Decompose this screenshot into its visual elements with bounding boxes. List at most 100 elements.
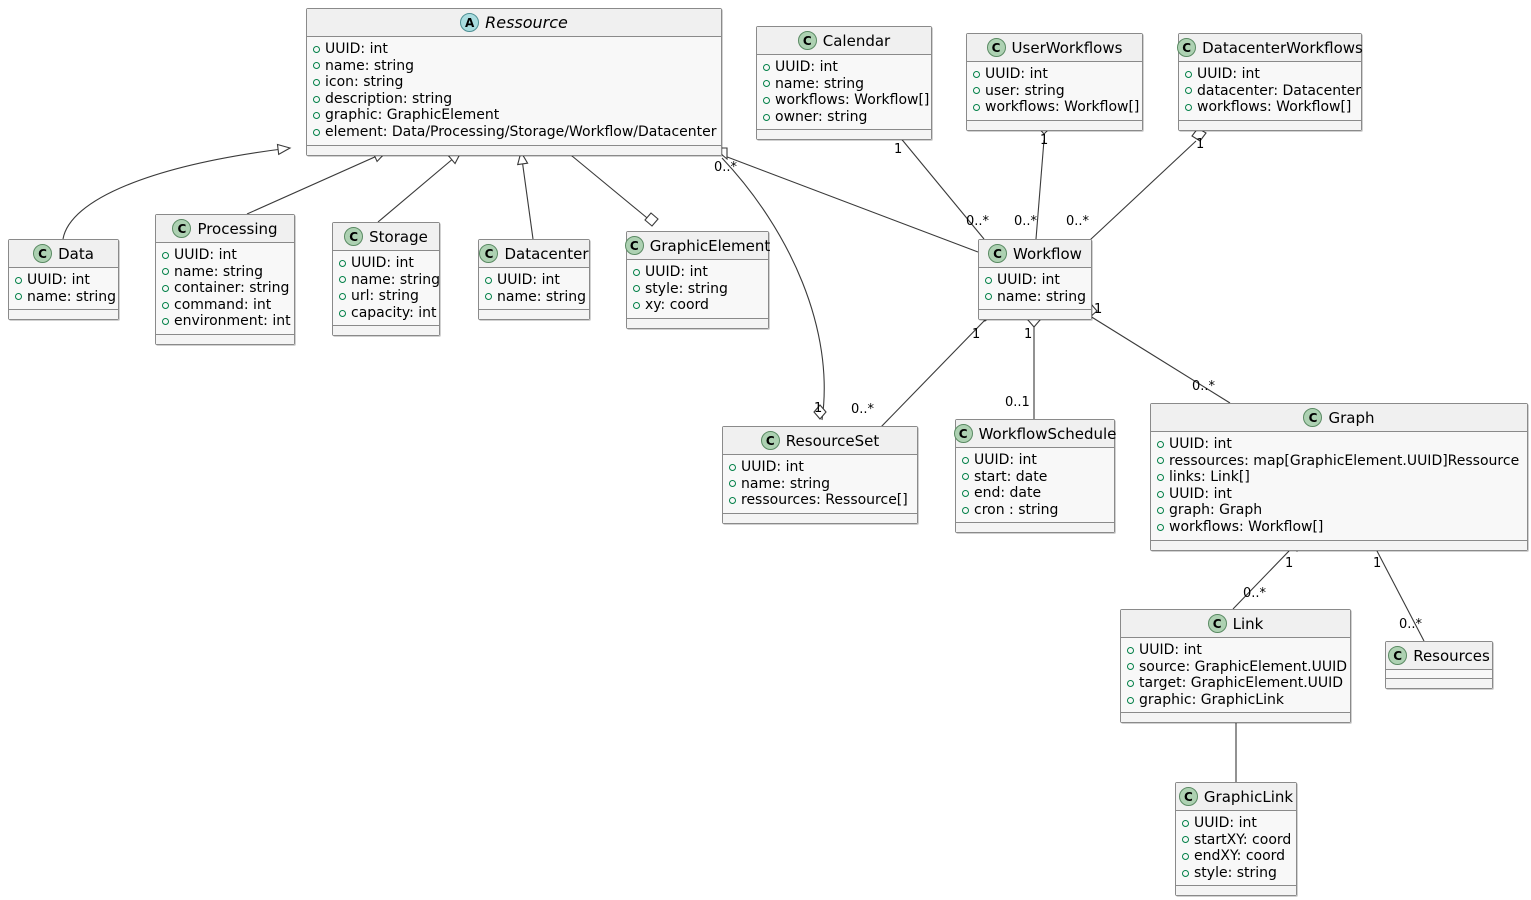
- attribute-row: name: string: [485, 289, 586, 306]
- class-name-resources: Resources: [1413, 646, 1490, 665]
- public-visibility-icon: [1127, 679, 1134, 687]
- class-icon: C: [1388, 646, 1408, 665]
- class-name-storage: Storage: [369, 227, 428, 246]
- class-methods-graph: [1151, 540, 1527, 550]
- class-icon: C: [953, 424, 973, 443]
- class-methods-link: [1121, 713, 1350, 723]
- generalization-processing-ressource: [246, 151, 388, 215]
- attribute-row: command: int: [162, 297, 286, 314]
- attribute-text: UUID: int: [974, 452, 1037, 468]
- public-visibility-icon: [1157, 473, 1164, 481]
- attribute-text: name: string: [351, 271, 441, 288]
- attribute-row: UUID: int: [485, 272, 581, 289]
- class-name-graphiclink: GraphicLink: [1203, 787, 1294, 806]
- class-header-processing: C Processing: [156, 215, 294, 243]
- attribute-row: workflows: Workflow[]: [763, 92, 929, 109]
- attribute-text: container: string: [174, 280, 290, 297]
- attribute-row: workflows: Workflow[]: [973, 99, 1139, 116]
- attribute-row: name: string: [15, 289, 116, 306]
- class-name-graph: Graph: [1328, 408, 1375, 427]
- public-visibility-icon: [1157, 507, 1164, 515]
- attribute-row: UUID: int: [313, 41, 713, 58]
- public-visibility-icon: [162, 284, 169, 292]
- class-icon: C: [172, 219, 192, 238]
- class-header-userworkflows: C UserWorkflows: [967, 34, 1142, 62]
- class-methods-userworkflows: [967, 120, 1142, 130]
- attribute-text: start: date: [974, 468, 1048, 485]
- class-name-processing: Processing: [197, 219, 278, 238]
- attribute-row: ressources: Ressource[]: [729, 492, 909, 509]
- attribute-row: name: string: [313, 58, 713, 75]
- attribute-row: owner: string: [763, 109, 923, 126]
- public-visibility-icon: [313, 78, 320, 86]
- attribute-row: UUID: int: [162, 247, 286, 264]
- attribute-text: UUID: int: [1139, 642, 1202, 658]
- public-visibility-icon: [313, 95, 320, 103]
- attribute-row: workflows: Workflow[]: [1185, 99, 1353, 116]
- public-visibility-icon: [339, 292, 346, 300]
- attribute-text: capacity: int: [351, 304, 437, 321]
- generalization-storage-ressource: [377, 151, 463, 223]
- attribute-text: UUID: int: [985, 66, 1048, 82]
- attribute-text: workflows: Workflow[]: [1169, 518, 1324, 535]
- public-visibility-icon: [1182, 869, 1189, 877]
- public-visibility-icon: [313, 112, 320, 120]
- attribute-row: UUID: int: [1157, 436, 1519, 453]
- public-visibility-icon: [1157, 490, 1164, 498]
- public-visibility-icon: [1127, 663, 1134, 671]
- public-visibility-icon: [985, 293, 992, 301]
- public-visibility-icon: [633, 285, 640, 293]
- class-box-resources[interactable]: C Resources: [1385, 641, 1493, 689]
- attribute-text: name: string: [174, 263, 264, 280]
- attribute-row: url: string: [339, 288, 431, 305]
- class-name-userworkflows: UserWorkflows: [1011, 38, 1123, 57]
- class-icon: C: [988, 244, 1008, 263]
- public-visibility-icon: [1182, 852, 1189, 860]
- public-visibility-icon: [162, 251, 169, 259]
- class-name-calendar: Calendar: [822, 31, 891, 50]
- multiplicity-m-datacenterworkflows-tgt: 0..*: [1066, 214, 1090, 229]
- multiplicity-m-userworkflows-src: 1: [1040, 133, 1049, 148]
- attribute-text: UUID: int: [174, 247, 237, 263]
- public-visibility-icon: [15, 293, 22, 301]
- attribute-text: links: Link[]: [1169, 469, 1250, 486]
- attribute-text: UUID: int: [497, 272, 560, 288]
- attribute-row: capacity: int: [339, 305, 437, 322]
- class-icon: C: [986, 38, 1006, 57]
- public-visibility-icon: [1157, 523, 1164, 531]
- attribute-row: end: date: [962, 485, 1106, 502]
- assoc-ressource-graphicelement: [565, 150, 653, 223]
- class-methods-graphicelement: [627, 318, 768, 328]
- public-visibility-icon: [339, 276, 346, 284]
- attribute-row: UUID: int: [1185, 66, 1353, 83]
- class-name-graphicelement: GraphicElement: [649, 236, 771, 255]
- multiplicity-m-ressource-right: 0..*: [714, 160, 738, 175]
- attribute-row: environment: int: [162, 313, 291, 330]
- attribute-text: UUID: int: [741, 459, 804, 475]
